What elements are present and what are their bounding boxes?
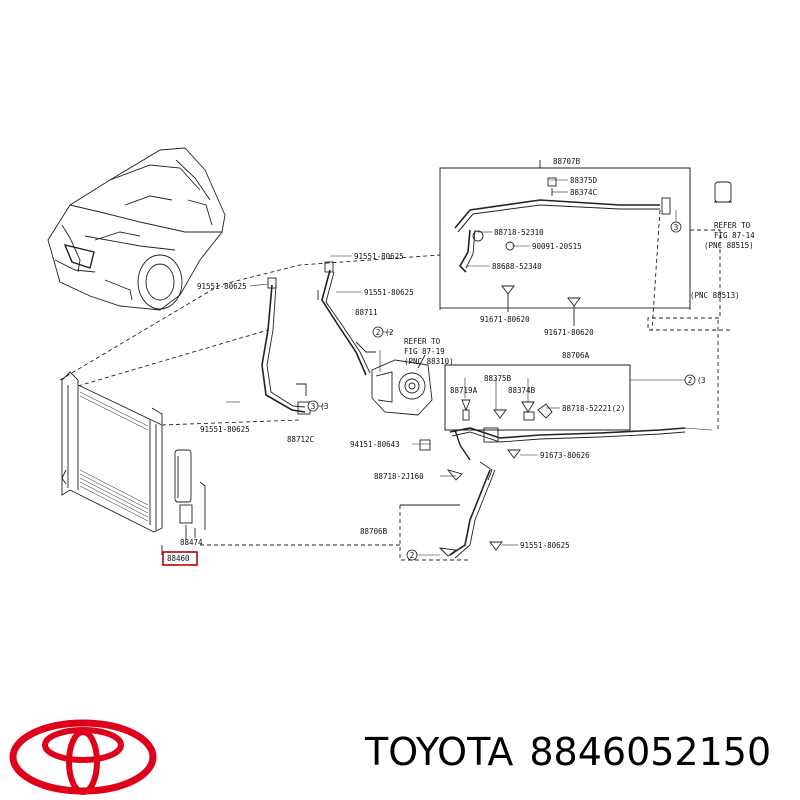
- callout-3-mid-paren: (: [320, 402, 325, 411]
- compressor: [355, 341, 433, 416]
- callout-2-mid-paren-text: 2: [389, 328, 394, 337]
- vehicle-sketch: [47, 147, 226, 311]
- label-91551-80625-top: 91551-80625: [354, 252, 404, 261]
- pipe-88707B: [454, 177, 732, 307]
- label-88718-52221: 88718-52221(2): [562, 404, 625, 413]
- label-91551-80625-bot: 91551-80625: [520, 541, 570, 550]
- pipe-88706B: [438, 461, 503, 559]
- label-88718-52310: 88718-52310: [494, 228, 544, 237]
- callout-2-mid: 2: [376, 328, 381, 337]
- footer-caption: TOYOTA 8846052150: [365, 730, 787, 774]
- label-88375D: 88375D: [570, 176, 598, 185]
- label-88711: 88711: [355, 308, 378, 317]
- part-number: 8846052150: [529, 730, 772, 774]
- label-88719A: 88719A: [450, 386, 478, 395]
- label-88706A: 88706A: [562, 351, 590, 360]
- brand-name: TOYOTA: [365, 730, 514, 774]
- label-91551-80625-left: 91551-80625: [197, 282, 247, 291]
- refer-mid-line-3: (PNC 88310): [404, 357, 454, 366]
- label-88374B: 88374B: [508, 386, 536, 395]
- label-91671-80620-a: 91671-80620: [480, 315, 530, 324]
- label-91551-80625-mid: 91551-80625: [364, 288, 414, 297]
- label-88688-52340: 88688-52340: [492, 262, 542, 271]
- label-88718-2J160: 88718-2J160: [374, 472, 424, 481]
- callout-3-right-text: 3: [701, 376, 706, 385]
- callout-3-top: 3: [674, 223, 679, 232]
- label-88706B: 88706B: [360, 527, 388, 536]
- label-88374C: 88374C: [570, 188, 597, 197]
- label-91671-80620-b: 91671-80620: [544, 328, 594, 337]
- callout-3-mid: 3: [311, 402, 316, 411]
- label-88460: 88460: [167, 554, 190, 563]
- label-88474: 88474: [180, 538, 203, 547]
- label-91673-80626: 91673-80626: [540, 451, 590, 460]
- condenser-assembly: [61, 371, 206, 540]
- callout-3-mid-paren-text: 3: [324, 402, 329, 411]
- callout-2-right-paren: (: [697, 376, 702, 385]
- hose-88712C: [261, 261, 371, 415]
- highlight-box-88460: [162, 551, 198, 566]
- refer-mid-line-2: FIG 87-19: [404, 347, 445, 356]
- callout-2-right: 2: [688, 376, 693, 385]
- toyota-logo-icon: [9, 719, 157, 795]
- refer-right-line-1: REFER TO: [714, 221, 751, 230]
- label-88707B: 88707B: [553, 157, 581, 166]
- label-88375B: 88375B: [484, 374, 512, 383]
- callout-2-bottom: 2: [410, 551, 415, 560]
- label-pnc-88513: (PNC 88513): [690, 291, 740, 300]
- refer-right-line-2: FIG 87-14: [714, 231, 755, 240]
- callout-2-mid-paren: (: [385, 328, 390, 337]
- label-91551-80625-low: 91551-80625: [200, 425, 250, 434]
- refer-mid-line-1: REFER TO: [404, 337, 441, 346]
- label-88712C: 88712C: [287, 435, 314, 444]
- label-94151-80643: 94151-80643: [350, 440, 400, 449]
- label-90091-20S15: 90091-20S15: [532, 242, 582, 251]
- refer-right-line-3: (PNC 88515): [704, 241, 754, 250]
- pipe-88706A: [419, 399, 686, 461]
